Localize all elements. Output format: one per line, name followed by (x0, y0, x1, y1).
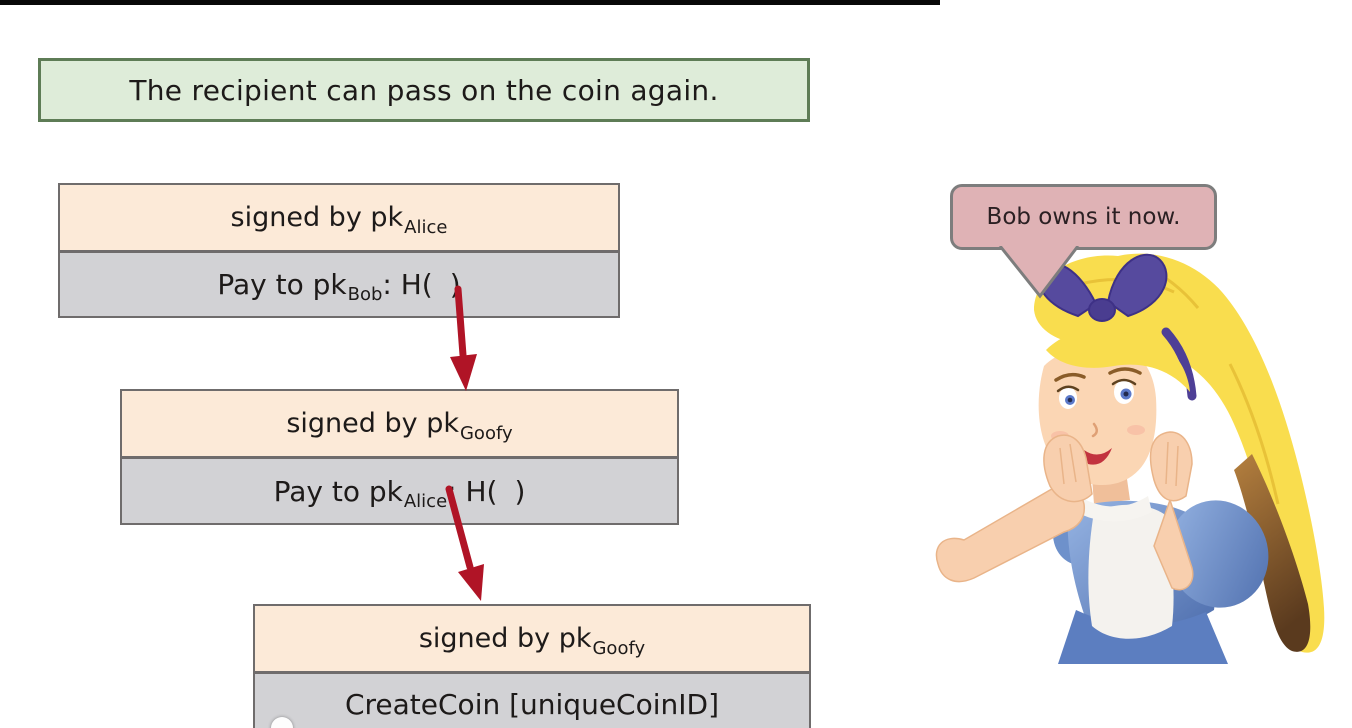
nose (1091, 422, 1098, 438)
signed-by-label: signed by pk (418, 623, 592, 654)
collar (1080, 496, 1152, 522)
signed-by-label: signed by pk (230, 202, 404, 233)
signer-subscript: Alice (404, 217, 448, 238)
pay-to-label: Pay to pk (217, 268, 347, 301)
left-forearm (935, 485, 1086, 583)
cursor-dot (271, 717, 293, 728)
createcoin-label: CreateCoin [uniqueCoinID] (344, 688, 720, 721)
left-hand (1043, 434, 1093, 503)
recipient-subscript: Bob (347, 284, 383, 305)
lips (1084, 448, 1112, 465)
eyebrows (1054, 367, 1142, 382)
signer-subscript: Goofy (592, 638, 646, 659)
signer-subscript: Goofy (459, 423, 513, 444)
hash-close: ) (514, 474, 526, 508)
hash-open: : H( (382, 268, 433, 301)
right-hand (1149, 431, 1193, 502)
signed-by-label: signed by pk (286, 408, 459, 439)
video-letterbox-bar (0, 0, 940, 5)
alice-illustration (935, 253, 1325, 664)
pay-to-label: Pay to pk (273, 474, 403, 508)
hash-close: ) (449, 268, 461, 301)
speech-bubble-text: Bob owns it now. (986, 204, 1181, 230)
arms-hands (935, 431, 1194, 591)
recipient-subscript: Alice (403, 490, 448, 512)
speech-bubble: Bob owns it now. (950, 184, 1217, 250)
headband (1161, 327, 1197, 401)
hash-open: : H( (447, 474, 498, 508)
banner-text: The recipient can pass on the coin again… (129, 73, 719, 107)
right-eye (1111, 378, 1137, 404)
bangs (1046, 327, 1190, 392)
tx-payload-row: CreateCoin [uniqueCoinID] (255, 671, 809, 728)
callout-banner: The recipient can pass on the coin again… (38, 58, 810, 122)
left-eye (1056, 385, 1080, 409)
apron (1088, 504, 1174, 639)
